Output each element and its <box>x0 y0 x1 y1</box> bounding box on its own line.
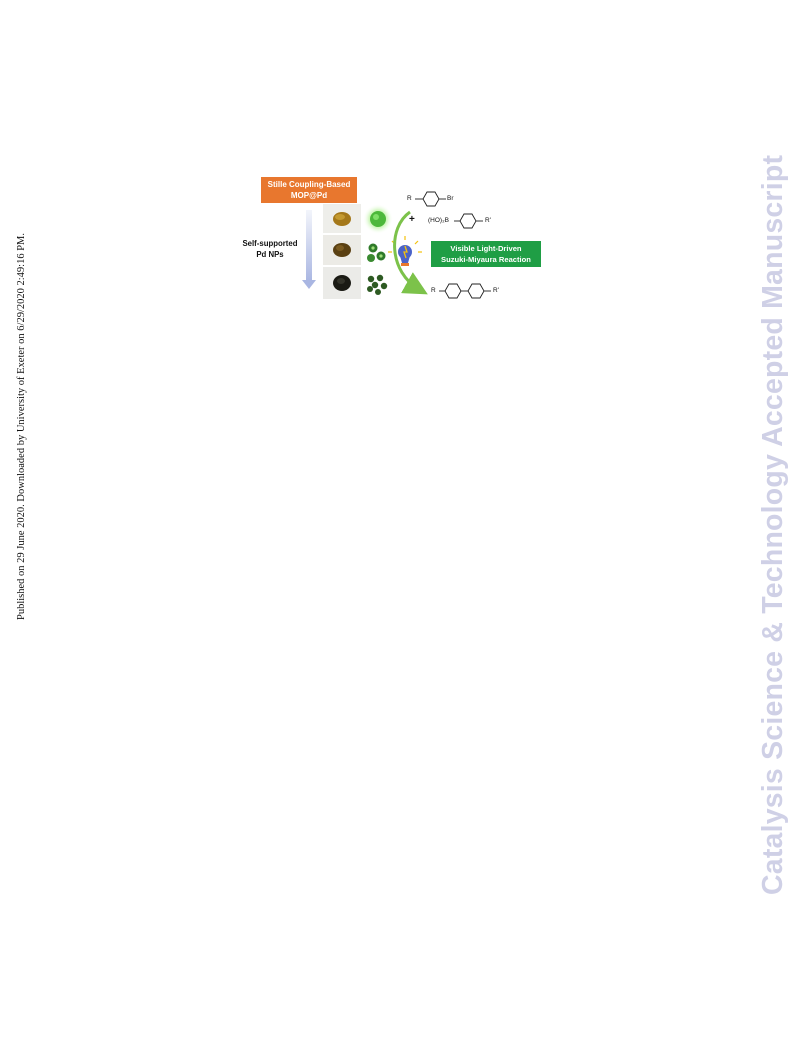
sample-photo-2 <box>323 235 361 265</box>
glowing-nanoparticle <box>363 204 393 234</box>
nanoparticle-cluster-small <box>367 274 388 295</box>
graphical-abstract-drawing <box>302 191 491 299</box>
self-supported-label-line2: Pd NPs <box>256 250 284 259</box>
reactant-boronic-acid <box>454 213 483 229</box>
reactant1-r-label: R <box>407 195 412 202</box>
reactant-aryl-bromide <box>415 191 446 207</box>
reactant2-r-label: R' <box>485 217 491 224</box>
downward-arrow <box>302 210 316 289</box>
accepted-manuscript-watermark: Catalysis Science & Technology Accepted … <box>757 154 789 895</box>
product-r2-label: R' <box>493 287 499 294</box>
self-supported-label-line1: Self-supported <box>242 239 298 248</box>
reaction-arrow <box>393 210 428 295</box>
reactant2-boron-label: (HO)₂B <box>428 217 449 224</box>
product-biphenyl <box>439 283 491 299</box>
nanoparticle-cluster-medium <box>367 243 386 262</box>
reaction-label-line2: Suzuki-Miyaura Reaction <box>441 255 531 264</box>
mop-pd-label-line2: MOP@Pd <box>290 191 328 200</box>
reactant1-br-label: Br <box>447 195 454 202</box>
light-bulb-icon <box>388 236 422 266</box>
sample-photo-3 <box>323 267 361 299</box>
plus-sign: + <box>409 214 415 225</box>
graphical-abstract: Stille Coupling-Based MOP@Pd Self-suppor… <box>228 172 548 307</box>
mop-pd-label-line1: Stille Coupling-Based <box>267 180 351 189</box>
publication-note: Published on 29 June 2020. Downloaded by… <box>16 232 27 620</box>
mop-pd-label-box: Stille Coupling-Based MOP@Pd <box>261 177 357 203</box>
product-r-label: R <box>431 287 436 294</box>
reaction-label-box: Visible Light-Driven Suzuki-Miyaura Reac… <box>431 241 541 267</box>
reaction-label-line1: Visible Light-Driven <box>450 244 522 253</box>
sample-photo-1 <box>323 204 361 233</box>
self-supported-label: Self-supported Pd NPs <box>228 238 312 260</box>
